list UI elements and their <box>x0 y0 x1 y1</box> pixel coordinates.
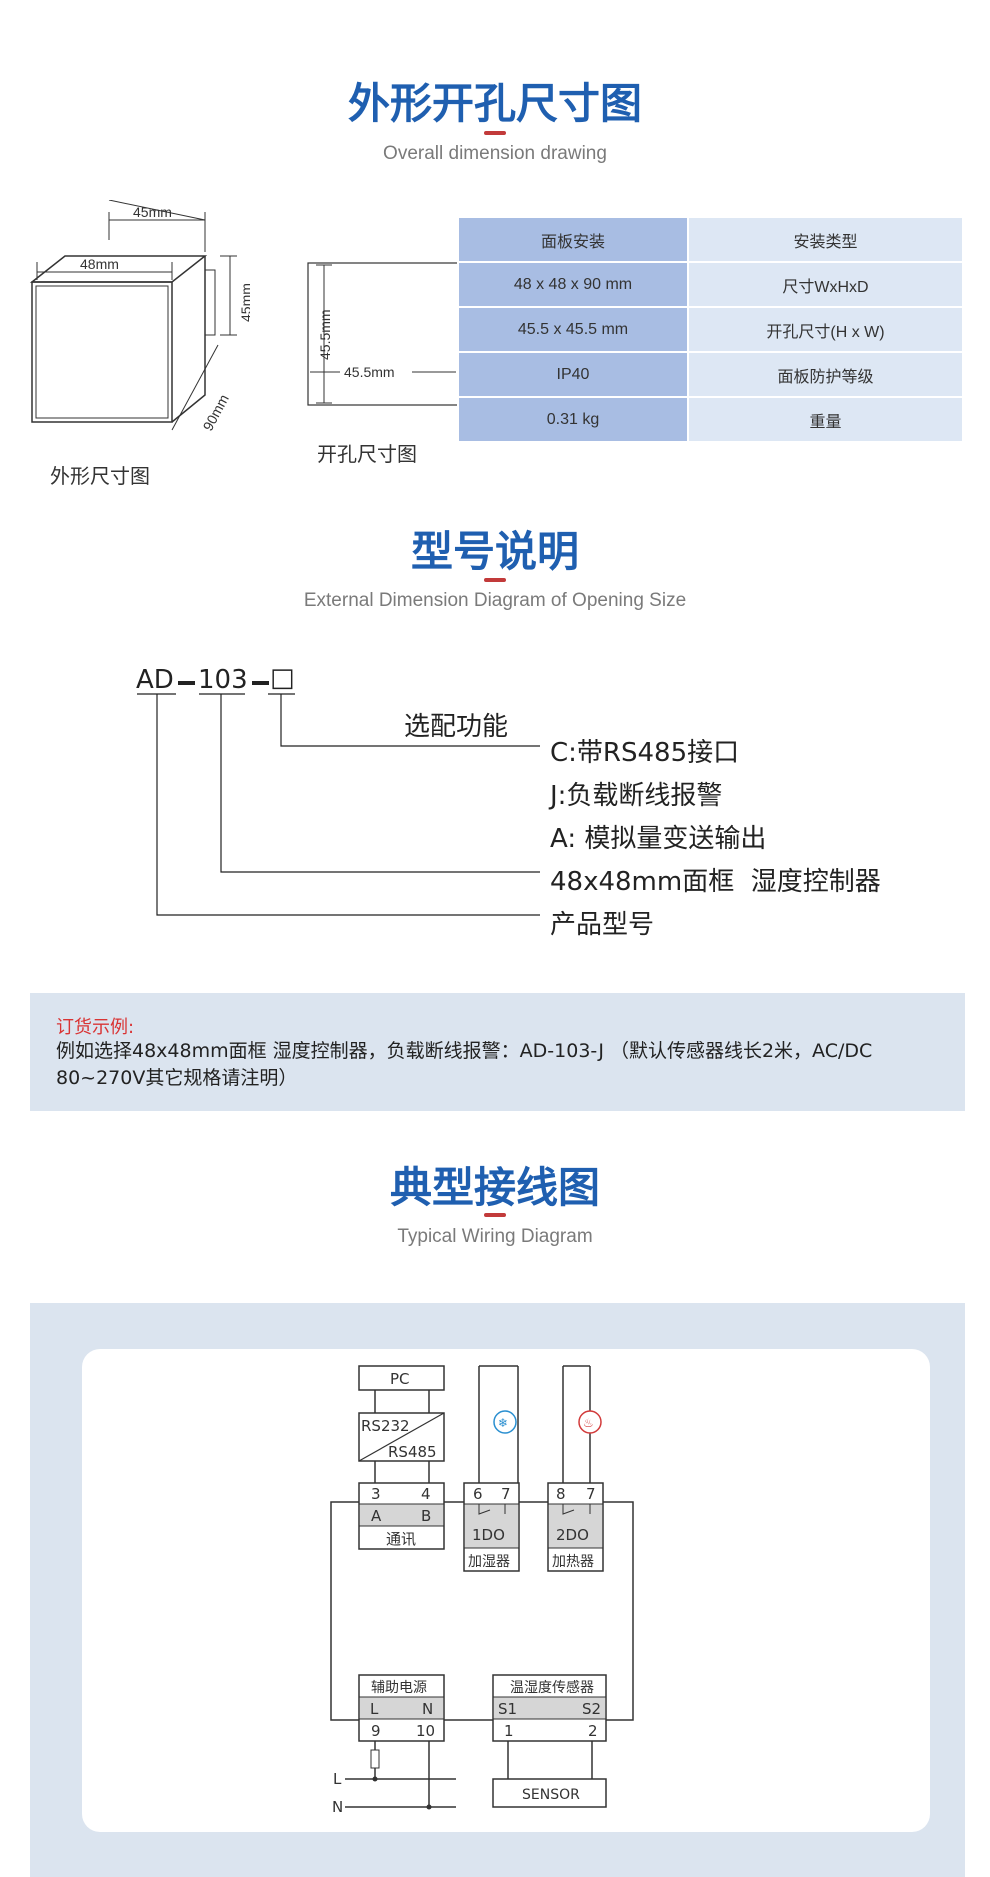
heater-icon <box>578 1410 602 1434</box>
terminal-7: 7 <box>501 1485 511 1503</box>
cutout-label-h: 45.5mm <box>317 309 333 360</box>
terminal-3: 3 <box>371 1485 381 1503</box>
terminal-4: 4 <box>421 1485 431 1503</box>
table-row: 面板安装安装类型 <box>457 216 964 263</box>
humidifier-label: 加湿器 <box>468 1554 510 1570</box>
line-l-label: L <box>333 1770 342 1788</box>
options-title: 选配功能 <box>404 712 509 742</box>
model-prefix: AD <box>136 665 174 695</box>
spec-label: 尺寸WxHxD <box>687 261 964 308</box>
outline-caption: 外形尺寸图 <box>50 464 150 488</box>
rs485-label: RS485 <box>388 1443 437 1461</box>
cutout-dimension-drawing: 45.5mm 45.5mm <box>307 262 459 406</box>
pc-box <box>358 1365 445 1391</box>
relay-2do: 2DO <box>556 1526 589 1544</box>
sensor-label: SENSOR <box>522 1787 580 1803</box>
section-title-dimensions: 外形开孔尺寸图 <box>347 79 642 128</box>
aux-power-label: 辅助电源 <box>371 1680 427 1696</box>
model-leader-lines <box>137 693 540 916</box>
terminal-1: 1 <box>504 1722 514 1740</box>
spec-label: 面板防护等级 <box>687 351 964 398</box>
terminal-b: B <box>421 1507 431 1525</box>
cutout-caption: 开孔尺寸图 <box>317 442 417 466</box>
spec-label: 开孔尺寸(H x W) <box>687 306 964 353</box>
terminal-s2: S2 <box>582 1700 601 1718</box>
option-a: A: 模拟量变送输出 <box>550 824 767 854</box>
order-example-label: 订货示例: <box>56 1017 135 1038</box>
spec-value: IP40 <box>457 351 689 398</box>
section-subtitle-wiring: Typical Wiring Diagram <box>397 1226 593 1247</box>
terminal-8: 8 <box>556 1485 566 1503</box>
model-dash <box>252 681 269 685</box>
spec-label: 安装类型 <box>687 216 964 263</box>
title-accent-bar <box>484 578 506 582</box>
option-c: C:带RS485接口 <box>550 738 740 768</box>
terminal-a: A <box>371 1507 382 1525</box>
spec-value: 0.31 kg <box>457 396 689 443</box>
heater-label: 加热器 <box>552 1554 594 1570</box>
spec-value: 面板安装 <box>457 216 689 263</box>
section-title-model: 型号说明 <box>410 527 579 576</box>
dim-label-45-side: 45mm <box>238 283 250 322</box>
pc-label: PC <box>390 1370 410 1388</box>
option-j: J:负载断线报警 <box>550 781 723 811</box>
svg-text:❄: ❄ <box>498 1416 508 1430</box>
model-option-box: □ <box>270 663 295 693</box>
spec-value: 48 x 48 x 90 mm <box>457 261 689 308</box>
order-example-text: 例如选择48x48mm面框 湿度控制器，负载断线报警：AD-103-J （默认传… <box>56 1040 873 1089</box>
outline-dimension-drawing: 45mm 48mm 45mm 90mm <box>29 200 250 433</box>
terminal-l: L <box>370 1700 379 1718</box>
fuse-icon <box>370 1749 380 1769</box>
dim-label-48: 48mm <box>80 256 119 272</box>
section-title-wiring: 典型接线图 <box>389 1163 600 1212</box>
humidifier-icon <box>493 1410 517 1434</box>
model-dash <box>178 681 195 685</box>
terminal-2: 2 <box>588 1722 598 1740</box>
product-model-label: 产品型号 <box>550 910 655 940</box>
section-subtitle-dimensions: Overall dimension drawing <box>383 143 607 164</box>
terminal-7b: 7 <box>586 1485 596 1503</box>
terminal-10: 10 <box>416 1722 435 1740</box>
spec-value: 45.5 x 45.5 mm <box>457 306 689 353</box>
rs232-label: RS232 <box>361 1417 410 1435</box>
line-n-label: N <box>332 1798 343 1816</box>
title-accent-bar <box>484 131 506 135</box>
svg-text:♨: ♨ <box>583 1416 594 1430</box>
section-subtitle-model: External Dimension Diagram of Opening Si… <box>303 590 687 611</box>
title-accent-bar <box>484 1213 506 1217</box>
terminal-6: 6 <box>473 1485 483 1503</box>
sensor-block-label: 温湿度传感器 <box>510 1679 594 1696</box>
spec-label: 重量 <box>687 396 964 443</box>
sensor-box <box>492 1778 607 1808</box>
size-description: 48x48mm面框 湿度控制器 <box>550 867 881 897</box>
model-number: 103 <box>198 665 248 695</box>
terminal-9: 9 <box>371 1722 381 1740</box>
dim-label-45-top: 45mm <box>133 204 172 220</box>
comm-label: 通讯 <box>386 1530 416 1548</box>
terminal-s1: S1 <box>498 1700 517 1718</box>
cutout-label-w: 45.5mm <box>344 364 395 380</box>
order-example-panel <box>30 993 965 1111</box>
relay-1do: 1DO <box>472 1526 505 1544</box>
terminal-n: N <box>422 1700 433 1718</box>
